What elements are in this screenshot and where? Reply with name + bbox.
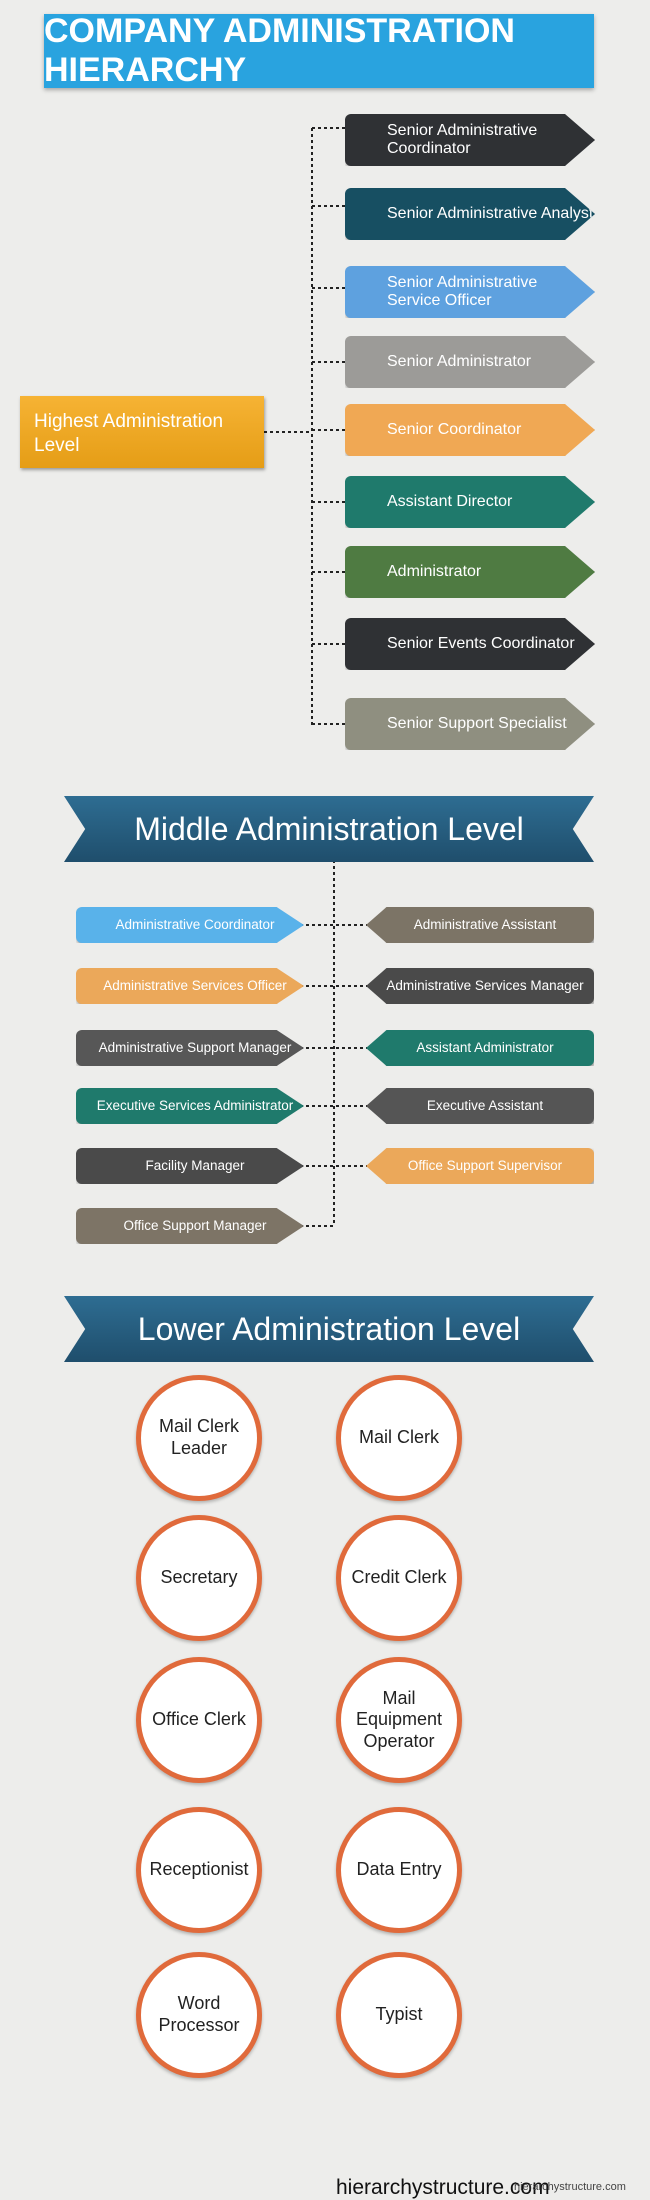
role-mail-clerk-leader: Mail Clerk Leader — [136, 1375, 262, 1501]
role-mail-clerk: Mail Clerk — [336, 1375, 462, 1501]
role-office-clerk: Office Clerk — [136, 1657, 262, 1783]
role-secretary: Secretary — [136, 1515, 262, 1641]
role-administrative-support-manager: Administrative Support Manager — [76, 1030, 304, 1066]
role-senior-events-coordinator: Senior Events Coordinator — [345, 618, 595, 670]
role-assistant-director: Assistant Director — [345, 476, 595, 528]
role-senior-administrative-coordinator: Senior Administrative Coordinator — [345, 114, 595, 166]
role-office-support-manager: Office Support Manager — [76, 1208, 304, 1244]
role-receptionist: Receptionist — [136, 1807, 262, 1933]
role-administrative-assistant: Administrative Assistant — [366, 907, 594, 943]
role-administrator: Administrator — [345, 546, 595, 598]
role-senior-coordinator: Senior Coordinator — [345, 404, 595, 456]
highest-level-box: Highest Administration Level — [20, 396, 264, 468]
page-title: COMPANY ADMINISTRATION HIERARCHY — [44, 12, 594, 89]
role-office-support-supervisor: Office Support Supervisor — [366, 1148, 594, 1184]
role-senior-administrator: Senior Administrator — [345, 336, 595, 388]
lower-level-banner: Lower Administration Level — [64, 1296, 594, 1362]
role-facility-manager: Facility Manager — [76, 1148, 304, 1184]
role-data-entry: Data Entry — [336, 1807, 462, 1933]
role-mail-equipment-operator: Mail Equipment Operator — [336, 1657, 462, 1783]
role-executive-assistant: Executive Assistant — [366, 1088, 594, 1124]
middle-level-banner: Middle Administration Level — [64, 796, 594, 862]
role-word-processor: Word Processor — [136, 1952, 262, 2078]
role-typist: Typist — [336, 1952, 462, 2078]
role-administrative-services-officer: Administrative Services Officer — [76, 968, 304, 1004]
role-administrative-services-manager: Administrative Services Manager — [366, 968, 594, 1004]
role-credit-clerk: Credit Clerk — [336, 1515, 462, 1641]
role-assistant-administrator: Assistant Administrator — [366, 1030, 594, 1066]
role-executive-services-administrator: Executive Services Administrator — [76, 1088, 304, 1124]
footer-watermark: hierarchystructure.com — [514, 2181, 626, 2193]
role-administrative-coordinator: Administrative Coordinator — [76, 907, 304, 943]
role-senior-support-specialist: Senior Support Specialist — [345, 698, 595, 750]
footer-site[interactable]: hierarchystructure.com — [336, 2176, 550, 2199]
role-senior-administrative-analyst: Senior Administrative Analyst — [345, 188, 595, 240]
role-senior-administrative-service-officer: Senior Administrative Service Officer — [345, 266, 595, 318]
